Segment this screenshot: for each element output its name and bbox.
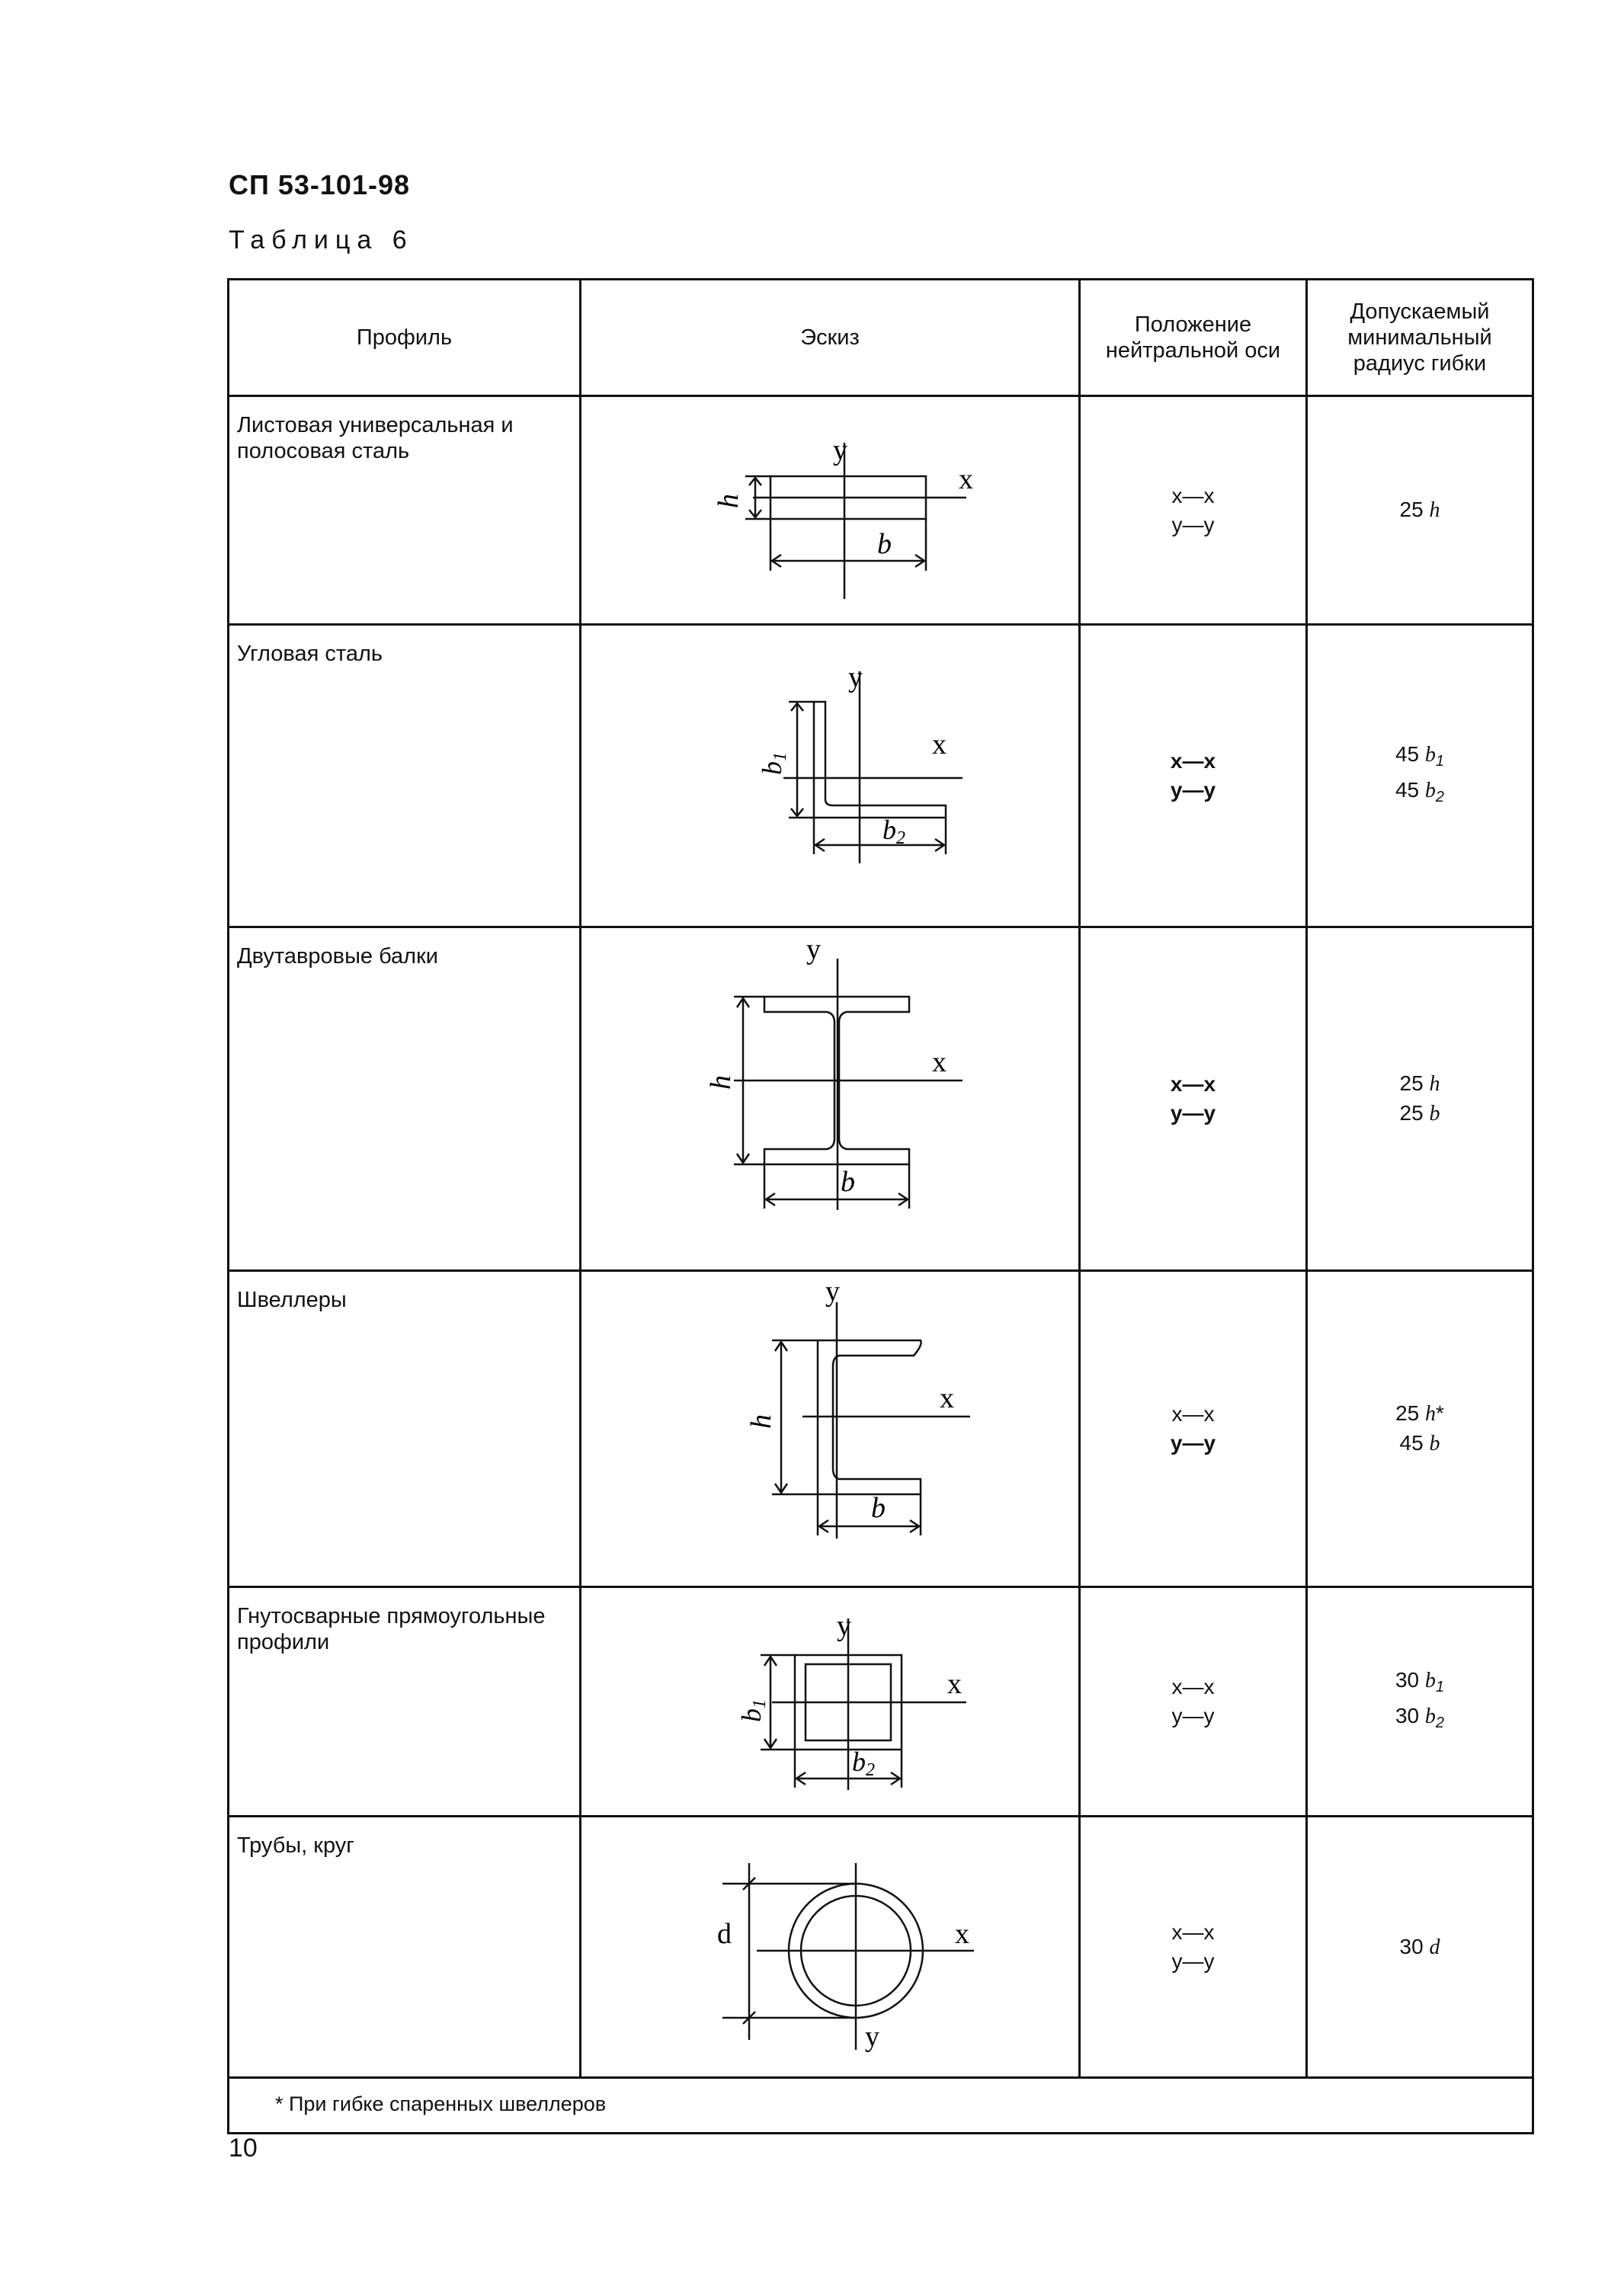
radius-cell: 25 h: [1305, 395, 1534, 626]
b1-label: b1: [736, 1699, 770, 1722]
y-axis-label: y: [833, 434, 847, 466]
footnote-row: * При гибке спаренных швеллеров: [227, 2076, 1534, 2134]
axis-yy: y—y: [1171, 1704, 1215, 1727]
axis-cell: x—x y—y: [1078, 395, 1308, 626]
table-row: Швеллеры y: [227, 1269, 1534, 1588]
axis-cell: x—x y—y: [1078, 926, 1308, 1272]
radius-cell: 45 b1 45 b2: [1305, 623, 1534, 928]
table-row: Угловая сталь y: [227, 623, 1534, 928]
x-axis-label: x: [947, 1668, 962, 1700]
y-axis-label: y: [806, 933, 821, 965]
h-label: h: [745, 1414, 777, 1429]
y-axis-label: y: [837, 1610, 851, 1642]
x-axis-label: x: [940, 1382, 954, 1414]
x-axis-label: x: [932, 728, 947, 760]
axis-cell: x—x y—y: [1078, 1586, 1308, 1817]
axis-yy: y—y: [1171, 1949, 1215, 1973]
page-number: 10: [229, 2134, 258, 2163]
axis-xx: x—x: [1171, 483, 1215, 507]
b-label: b: [841, 1166, 855, 1198]
axis-cell: x—x y—y: [1078, 1815, 1308, 2079]
sketch-angle: y x b1 b2: [579, 623, 1081, 928]
axis-yy: y—y: [1170, 1101, 1216, 1125]
b2-label: b2: [882, 815, 905, 848]
axis-xx: x—x: [1171, 1920, 1215, 1944]
radius-value: 25 h: [1399, 498, 1440, 522]
radius-value: 25 h: [1399, 1071, 1440, 1096]
profile-cell: Гнутосварные прямоугольные профили: [227, 1586, 581, 1817]
table-row: Листовая универсальная и полосовая сталь: [227, 395, 1534, 626]
radius-value: 30 d: [1399, 1934, 1440, 1959]
x-axis-label: x: [959, 463, 973, 495]
axis-xx: x—x: [1170, 1072, 1216, 1096]
b2-label: b2: [852, 1747, 875, 1780]
radius-value: 25 h*: [1395, 1401, 1444, 1426]
header-profile: Профиль: [227, 278, 581, 397]
b-label: b: [877, 528, 892, 560]
b1-label: b1: [757, 752, 790, 775]
x-axis-label: x: [932, 1046, 947, 1078]
radius-value: 45 b2: [1395, 778, 1445, 805]
x-axis-label: x: [955, 1918, 969, 1950]
radius-value: 25 b: [1399, 1101, 1440, 1125]
profile-cell: Трубы, круг: [227, 1815, 581, 2079]
profile-cell: Угловая сталь: [227, 623, 581, 928]
axis-yy: y—y: [1170, 1431, 1216, 1455]
table-row: Гнутосварные прямоугольные профили: [227, 1586, 1534, 1817]
radius-value: 45 b1: [1395, 742, 1445, 770]
bending-radius-table: Профиль Эскиз Положение нейтральной оси …: [227, 278, 1534, 2134]
h-label: h: [713, 494, 745, 508]
sketch-channel: y x h b: [579, 1269, 1081, 1588]
axis-cell: x—x y—y: [1078, 623, 1308, 928]
profile-cell: Швеллеры: [227, 1269, 581, 1588]
y-axis-label: y: [865, 2021, 879, 2053]
profile-cell: Листовая универсальная и полосовая сталь: [227, 395, 581, 626]
axis-xx: x—x: [1170, 749, 1216, 773]
sketch-i-beam: y x h b: [579, 926, 1081, 1272]
table-caption: Таблица 6: [229, 226, 414, 255]
document-code: СП 53-101-98: [229, 169, 411, 200]
header-radius: Допускаемый минимальный радиус гибки: [1305, 278, 1534, 397]
sketch-tube: y x d: [579, 1815, 1081, 2079]
b-label: b: [871, 1492, 886, 1524]
header-sketch: Эскиз: [579, 278, 1081, 397]
radius-cell: 25 h 25 b: [1305, 926, 1534, 1272]
table-row: Двутавровые балки y: [227, 926, 1534, 1272]
profile-cell: Двутавровые балки: [227, 926, 581, 1272]
d-label: d: [717, 1918, 732, 1950]
radius-value: 45 b: [1399, 1431, 1440, 1455]
h-label: h: [705, 1075, 737, 1090]
table-footnote: * При гибке спаренных швеллеров: [227, 2076, 1534, 2134]
axis-yy: y—y: [1171, 512, 1215, 536]
radius-cell: 30 b1 30 b2: [1305, 1586, 1534, 1817]
table-header-row: Профиль Эскиз Положение нейтральной оси …: [227, 278, 1534, 397]
axis-xx: x—x: [1171, 1675, 1215, 1698]
radius-cell: 25 h* 45 b: [1305, 1269, 1534, 1588]
radius-cell: 30 d: [1305, 1815, 1534, 2079]
table-row: Трубы, круг y x d x—x: [227, 1815, 1534, 2079]
y-axis-label: y: [825, 1276, 840, 1308]
axis-cell: x—x y—y: [1078, 1269, 1308, 1588]
axis-yy: y—y: [1170, 778, 1216, 802]
header-axis: Положение нейтральной оси: [1078, 278, 1308, 397]
sketch-rect-hollow: y x b1 b2: [579, 1586, 1081, 1817]
radius-value: 30 b2: [1395, 1704, 1445, 1731]
axis-xx: x—x: [1171, 1402, 1215, 1426]
sketch-plate: y x h b: [579, 395, 1081, 626]
radius-value: 30 b1: [1395, 1668, 1445, 1695]
y-axis-label: y: [848, 661, 863, 693]
